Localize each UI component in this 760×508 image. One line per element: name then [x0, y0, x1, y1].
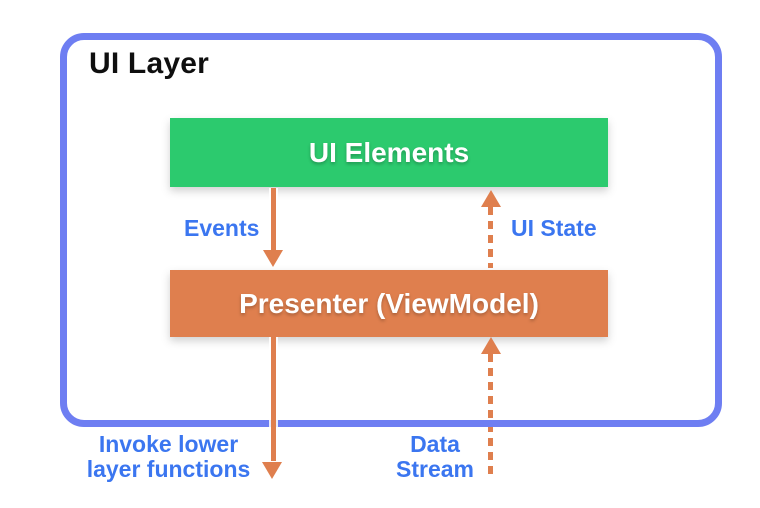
- events-label: Events: [184, 215, 260, 241]
- invoke-lower-label: Invoke lower layer functions: [86, 431, 251, 483]
- ui-state-arrow-shaft: [488, 207, 493, 268]
- ui-state-label: UI State: [511, 215, 597, 241]
- data-stream-arrowhead-icon: [481, 337, 501, 354]
- box-ui-elements-label: UI Elements: [308, 136, 470, 168]
- ui-state-arrowhead-icon: [481, 190, 501, 207]
- events-arrow-shaft: [271, 188, 276, 251]
- invoke-lower-arrow-shaft: [271, 337, 276, 461]
- box-presenter: Presenter (ViewModel): [170, 270, 608, 337]
- data-stream-arrow-shaft: [488, 354, 493, 474]
- box-ui-elements: UI Elements: [170, 118, 608, 187]
- data-stream-label: Data Stream: [396, 431, 474, 483]
- invoke-lower-arrowhead-icon: [262, 462, 282, 479]
- events-arrowhead-icon: [263, 250, 283, 267]
- box-presenter-label: Presenter (ViewModel): [239, 287, 539, 319]
- ui-layer-container: [60, 33, 722, 427]
- ui-layer-title: UI Layer: [89, 47, 209, 80]
